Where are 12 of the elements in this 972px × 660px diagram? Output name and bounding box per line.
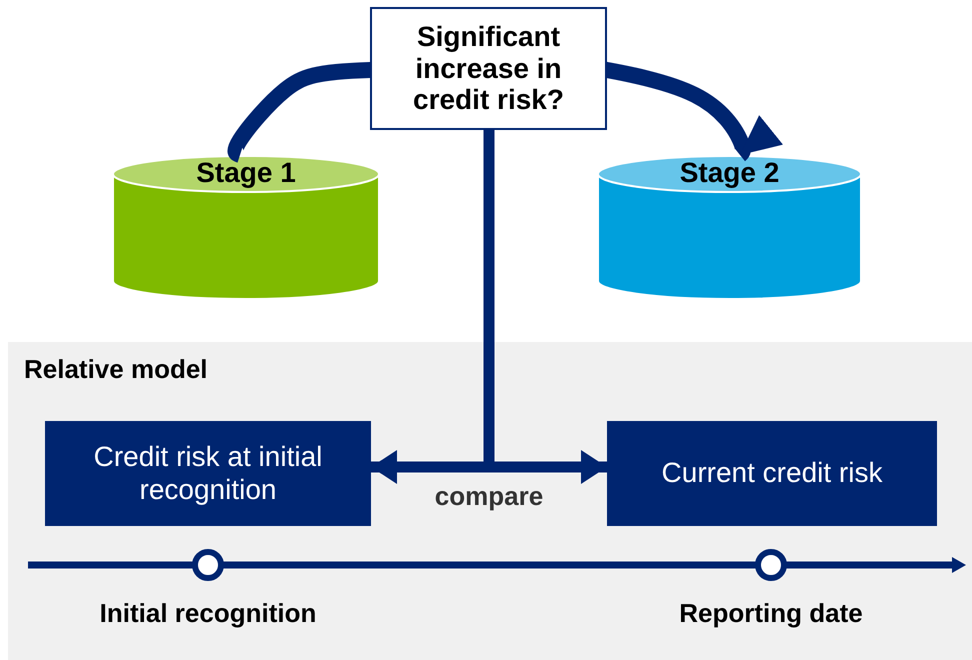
box-label: Current credit risk <box>662 457 882 490</box>
stage-label: Stage 1 <box>195 156 297 190</box>
timeline-label: Initial recognition <box>100 598 316 629</box>
process-box <box>607 421 937 526</box>
process-box <box>45 421 371 526</box>
box-label: Credit risk at initial recognition <box>92 441 324 506</box>
section-heading: Relative model <box>24 354 208 385</box>
question-text: Significant increase in credit risk? <box>412 21 565 116</box>
stage-label: Stage 2 <box>678 156 780 190</box>
decision-box <box>370 7 607 130</box>
timeline-label: Reporting date <box>679 598 863 629</box>
panel-background <box>8 342 972 660</box>
